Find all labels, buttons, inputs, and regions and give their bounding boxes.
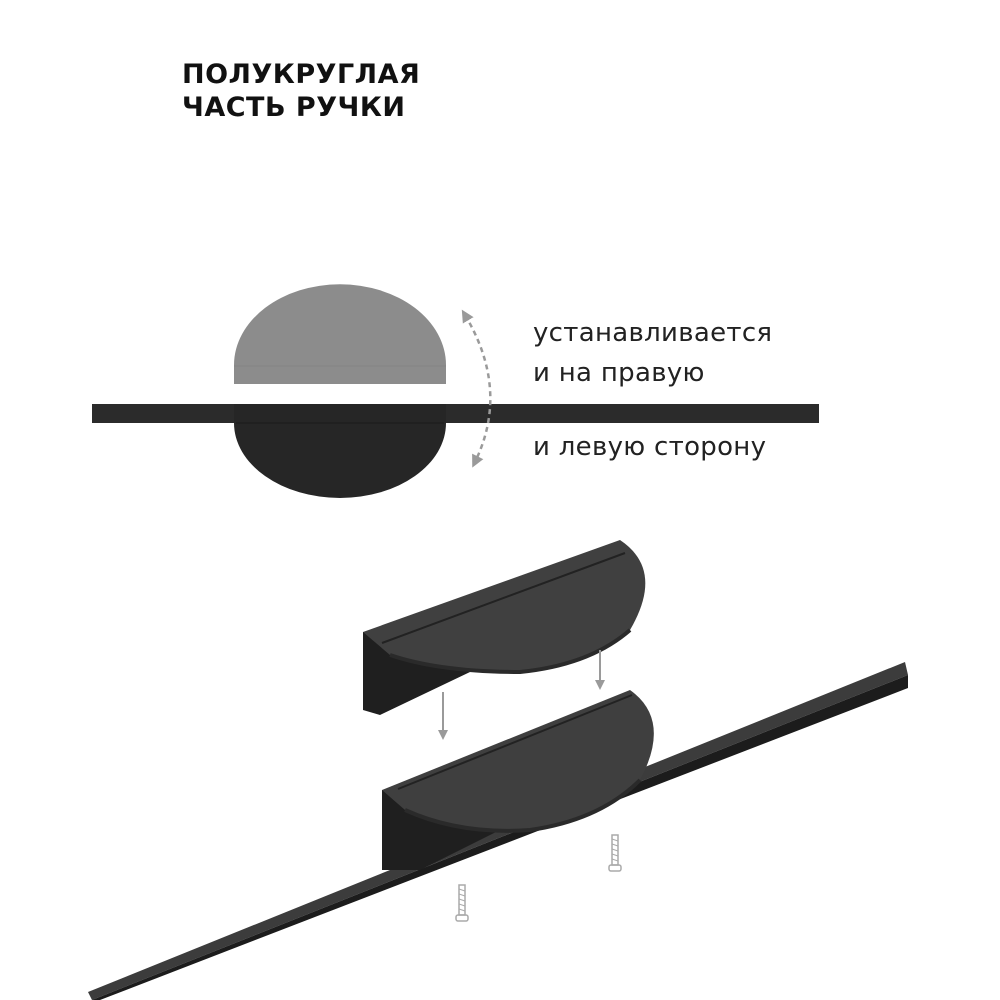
caption-line-3: и левую сторону — [533, 432, 767, 462]
screw-icon — [608, 834, 622, 872]
dark-half-disc — [234, 404, 446, 498]
caption-line-2: и на правую — [533, 358, 705, 388]
ghost-half-disc — [234, 284, 446, 384]
mounted-handle — [382, 690, 654, 870]
rotate-arrow-icon — [461, 309, 492, 468]
heading-line-2: ЧАСТЬ РУЧКИ — [182, 92, 406, 123]
heading-line-1: ПОЛУКРУГЛАЯ — [182, 59, 421, 90]
floating-handle — [363, 540, 646, 715]
screw-icon — [455, 884, 469, 922]
heading: ПОЛУКРУГЛАЯ ЧАСТЬ РУЧКИ — [182, 58, 420, 124]
rail-front-view — [92, 404, 819, 423]
caption-line-1: устанавливается — [533, 318, 773, 348]
